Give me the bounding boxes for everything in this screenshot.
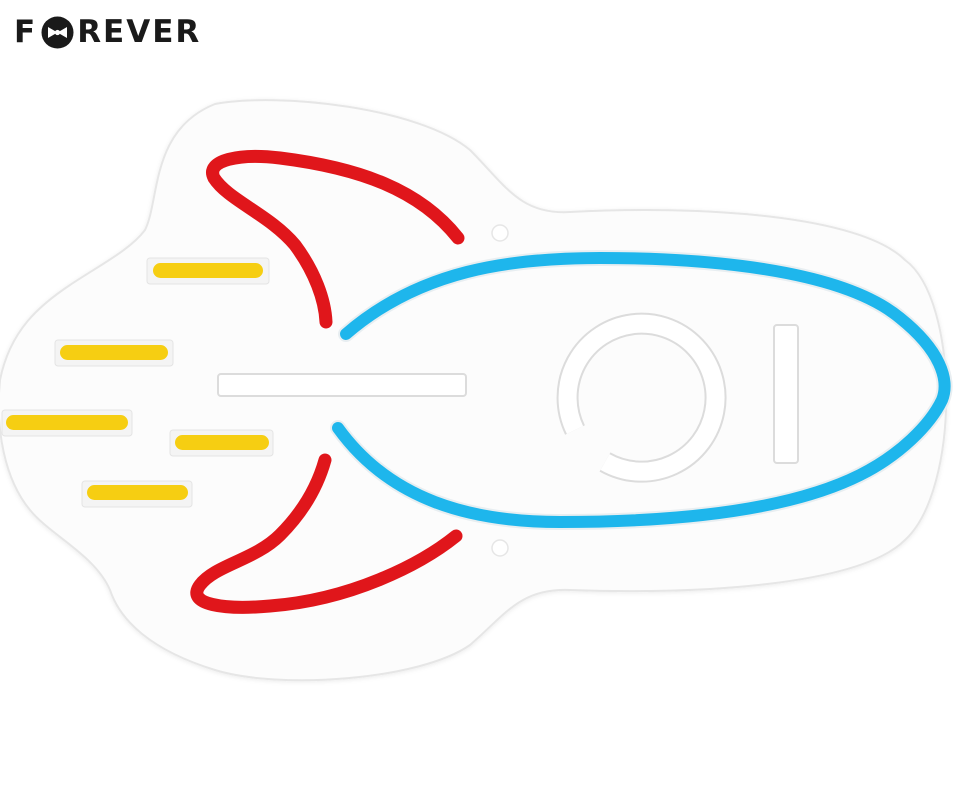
flame-streak	[1, 409, 133, 437]
rocket-fin-top	[206, 149, 465, 329]
unlit-tube-vertical-bar	[773, 324, 799, 464]
brand-text-suffix: REVER	[77, 13, 202, 50]
flame-streak	[169, 429, 274, 457]
mounting-hole	[491, 539, 509, 557]
flame-streak	[81, 480, 193, 508]
rocket-fin-bottom	[190, 453, 463, 614]
flame-streak	[54, 339, 174, 367]
rocket-body-tube	[330, 249, 953, 531]
brand-logo: F REVER	[14, 10, 201, 54]
unlit-tube-window-ring-inner	[558, 314, 725, 481]
bowtie-o-icon	[41, 16, 74, 49]
flame-streak	[146, 257, 270, 285]
mounting-hole	[491, 224, 509, 242]
unlit-tube-center-line	[217, 373, 467, 397]
acrylic-backplate	[0, 99, 948, 682]
brand-text-prefix: F	[14, 13, 38, 50]
